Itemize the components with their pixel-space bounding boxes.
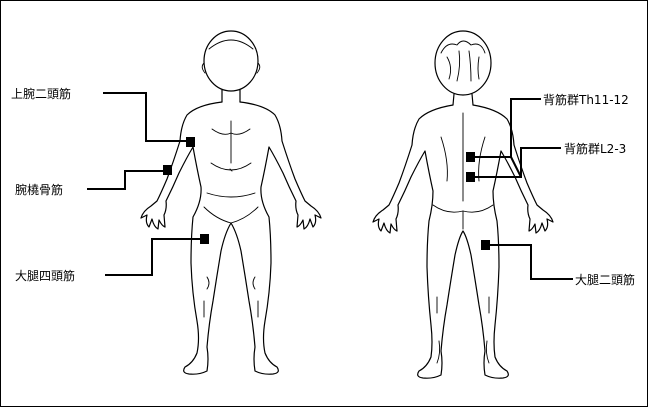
- leader-biceps: [103, 92, 187, 142]
- leader-brachioradialis: [87, 170, 164, 190]
- label-paraspinal-upper: 背筋群Th11-12: [543, 92, 629, 107]
- front-leaders: [87, 92, 201, 276]
- label-biceps: 上腕二頭筋: [11, 86, 71, 101]
- back-leaders: [469, 98, 573, 280]
- back-hair: [446, 50, 480, 82]
- back-figure: [372, 30, 554, 379]
- label-brachioradialis: 腕橈骨筋: [15, 182, 63, 197]
- label-quadriceps: 大腿四頭筋: [15, 268, 75, 283]
- leader-paraspinal-upper: [469, 98, 541, 158]
- back-body-outline: [372, 104, 554, 379]
- label-paraspinal-lower: 背筋群L2-3: [564, 141, 626, 156]
- marker-paraspinal-lower: [466, 172, 475, 182]
- marker-quadriceps: [200, 234, 209, 244]
- leader-paraspinal-lower: [469, 147, 561, 178]
- front-briefs-line: [203, 206, 259, 224]
- leader-hamstrings: [485, 244, 573, 280]
- front-head: [203, 30, 259, 92]
- front-neck: [221, 89, 241, 103]
- marker-paraspinal-upper: [466, 152, 475, 162]
- marker-brachioradialis: [163, 165, 172, 175]
- marker-hamstrings: [481, 240, 490, 250]
- front-hairline: [208, 39, 254, 50]
- leader-quadriceps: [105, 238, 201, 276]
- back-head: [434, 30, 492, 96]
- label-hamstrings: 大腿二頭筋: [575, 272, 635, 287]
- front-figure: [140, 30, 322, 375]
- marker-biceps: [186, 137, 195, 147]
